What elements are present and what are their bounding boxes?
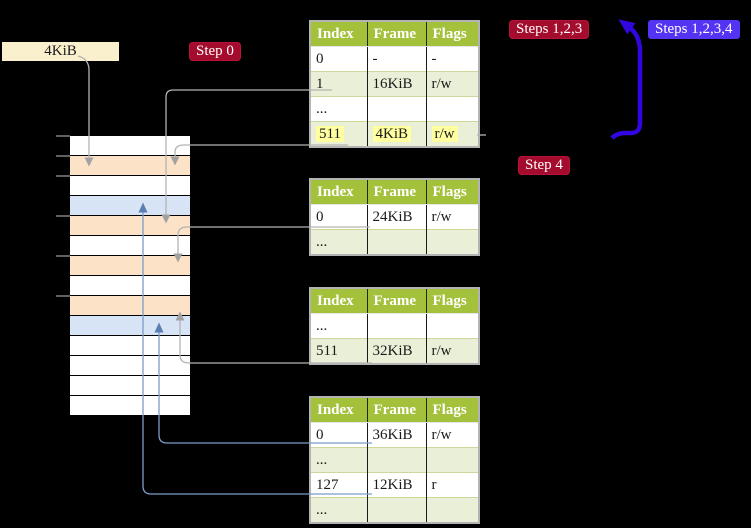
memory-address-ticks xyxy=(56,135,70,297)
column-header-frame: Frame xyxy=(367,288,427,314)
step4-badge: Step 4 xyxy=(518,156,570,175)
table-cell: 24KiB xyxy=(367,204,427,230)
table-cell: ... xyxy=(310,96,368,122)
column-header-index: Index xyxy=(310,21,368,47)
table-cell: r/w xyxy=(426,121,479,147)
table-cell: - xyxy=(367,46,427,72)
step0-badge: Step 0 xyxy=(189,42,241,61)
column-header-flags: Flags xyxy=(426,179,479,205)
table-cell: 4KiB xyxy=(367,121,427,147)
table-row: ... xyxy=(310,447,479,473)
steps1234-badge: Steps 1,2,3,4 xyxy=(648,20,740,39)
memory-row-9 xyxy=(70,316,190,335)
table-cell: 1 xyxy=(310,71,368,97)
column-header-frame: Frame xyxy=(367,21,427,47)
column-header-flags: Flags xyxy=(426,21,479,47)
highlighted-value: r/w xyxy=(431,125,458,142)
table-cell xyxy=(426,229,479,255)
highlighted-value: 4KiB xyxy=(372,125,412,142)
table-cell: r/w xyxy=(426,338,479,364)
table-cell: 36KiB xyxy=(367,422,427,448)
highlighted-value: 511 xyxy=(316,125,344,142)
table-row: ... xyxy=(310,96,479,122)
memory-row-3 xyxy=(70,196,190,215)
table-cell: r/w xyxy=(426,204,479,230)
loop-back-arrow xyxy=(610,19,643,140)
table-cell: 511 xyxy=(310,121,368,147)
table-cell xyxy=(367,497,427,523)
table-cell xyxy=(367,96,427,122)
table-cell: 0 xyxy=(310,46,368,72)
table-cell xyxy=(426,447,479,473)
memory-row-6 xyxy=(70,256,190,275)
memory-row-13 xyxy=(70,396,190,415)
column-header-flags: Flags xyxy=(426,397,479,423)
table-cell xyxy=(426,497,479,523)
table-cell xyxy=(367,229,427,255)
table1-row1-pointer-arrow xyxy=(161,89,332,224)
memory-row-0 xyxy=(70,136,190,155)
table-row: ... xyxy=(310,229,479,255)
table-cell: 32KiB xyxy=(367,338,427,364)
steps123-badge: Steps 1,2,3 xyxy=(509,20,590,39)
table-cell: 127 xyxy=(310,472,368,498)
table-cell: 0 xyxy=(310,422,368,448)
table-cell: 16KiB xyxy=(367,71,427,97)
column-header-index: Index xyxy=(310,397,368,423)
table-row: ... xyxy=(310,313,479,339)
table-row: ... xyxy=(310,497,479,523)
table-cell: r xyxy=(426,472,479,498)
memory-row-4 xyxy=(70,216,190,235)
column-header-frame: Frame xyxy=(367,397,427,423)
table-cell: - xyxy=(426,46,479,72)
table-cell xyxy=(426,96,479,122)
column-header-index: Index xyxy=(310,288,368,314)
table-row: 511 4KiB r/w xyxy=(310,121,479,147)
table-cell: r/w xyxy=(426,422,479,448)
memory-row-1 xyxy=(70,156,190,175)
memory-row-2 xyxy=(70,176,190,195)
table-cell xyxy=(367,447,427,473)
physical-memory-column xyxy=(70,136,190,416)
table-cell: ... xyxy=(310,447,368,473)
table-cell: ... xyxy=(310,497,368,523)
column-header-flags: Flags xyxy=(426,288,479,314)
table-cell: 0 xyxy=(310,204,368,230)
memory-row-11 xyxy=(70,356,190,375)
table-cell: r/w xyxy=(426,71,479,97)
memory-row-7 xyxy=(70,276,190,295)
table-cell xyxy=(367,313,427,339)
table-cell: ... xyxy=(310,313,368,339)
table-row: 0-- xyxy=(310,46,479,72)
column-header-frame: Frame xyxy=(367,179,427,205)
table-cell: 511 xyxy=(310,338,368,364)
memory-row-12 xyxy=(70,376,190,395)
memory-row-5 xyxy=(70,236,190,255)
table-cell: ... xyxy=(310,229,368,255)
table-cell: 12KiB xyxy=(367,472,427,498)
memory-row-8 xyxy=(70,296,190,315)
table-cell xyxy=(426,313,479,339)
memory-row-10 xyxy=(70,336,190,355)
column-header-index: Index xyxy=(310,179,368,205)
page-size-label: 4KiB xyxy=(2,42,119,61)
